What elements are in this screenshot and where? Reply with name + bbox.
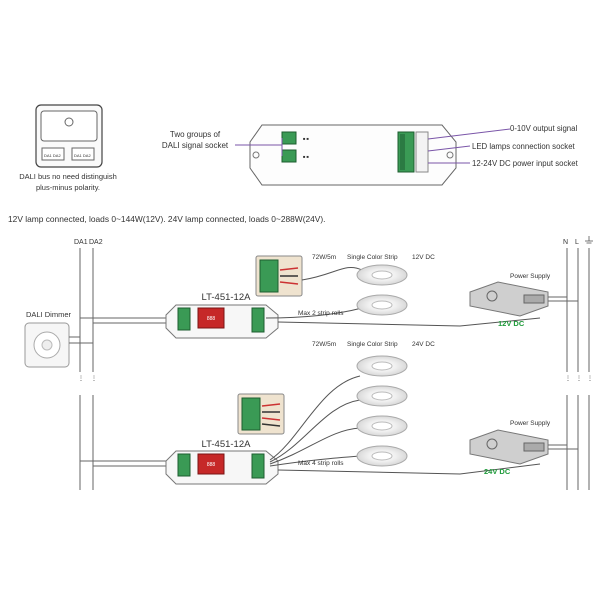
loads-note: 12V lamp connected, loads 0~144W(12V). 2… xyxy=(8,214,326,224)
psu-label-24v: Power Supply xyxy=(510,420,551,427)
ground-icon xyxy=(585,236,593,244)
svg-text:888: 888 xyxy=(207,462,216,468)
dimmer-back-view: DA1 DA2 DA1 DA2 xyxy=(35,104,103,168)
power-socket-label: 12-24V DC power input socket xyxy=(472,159,579,168)
strip-roll-24v-3 xyxy=(356,415,408,437)
power-supply-24v xyxy=(469,429,549,465)
svg-text:DA1 DA2: DA1 DA2 xyxy=(44,153,61,158)
strip-roll-12v-1 xyxy=(356,264,408,286)
svg-text:⋮: ⋮ xyxy=(91,376,97,382)
dali-dimmer-label: DALI Dimmer xyxy=(26,310,72,319)
svg-text:■ ■: ■ ■ xyxy=(303,154,310,159)
two-groups-label-line2: DALI signal socket xyxy=(162,141,229,150)
psu-label-12v: Power Supply xyxy=(510,273,551,280)
bus-label-l: L xyxy=(575,239,579,246)
controller-outline: ■ ■ ■ ■ xyxy=(249,124,457,186)
output-signal-pointer xyxy=(427,128,511,140)
mains-bus-lines xyxy=(566,248,590,490)
terminal-closeup-24v xyxy=(237,393,285,435)
max-rolls-24v: Max 4 strip rolls xyxy=(298,460,344,467)
svg-text:⋮: ⋮ xyxy=(78,376,84,382)
led-socket-label: LED lamps connection socket xyxy=(472,142,576,151)
controller-12v-model: LT-451-12A xyxy=(202,292,252,303)
strip-roll-12v-2 xyxy=(356,294,408,316)
svg-text:888: 888 xyxy=(207,316,216,322)
output-signal-label: 0-10V output signal xyxy=(510,124,577,133)
svg-text:■ ■: ■ ■ xyxy=(303,136,310,141)
psu-voltage-24v: 24V DC xyxy=(484,467,511,476)
strip-power-24v: 72W/5m xyxy=(312,341,336,348)
dali-dimmer xyxy=(24,322,70,368)
terminal-closeup-12v xyxy=(255,255,303,297)
svg-text:⋮: ⋮ xyxy=(565,376,571,382)
svg-text:⋮: ⋮ xyxy=(576,376,582,382)
strip-roll-24v-4 xyxy=(356,445,408,467)
bus-label-n: N xyxy=(563,239,568,246)
strip-type-24v: Single Color Strip xyxy=(347,341,398,348)
psu-voltage-12v: 12V DC xyxy=(498,319,525,328)
strip-voltage-12v: 12V DC xyxy=(412,254,435,261)
strip-power-12v: 72W/5m xyxy=(312,254,336,261)
dali-note-line1: DALI bus no need distinguish xyxy=(19,172,117,181)
dali-note-line2: plus-minus polarity. xyxy=(36,183,100,192)
bus-label-da2: DA2 xyxy=(89,239,103,246)
led-socket-pointer xyxy=(427,145,471,152)
controller-24v-model: LT-451-12A xyxy=(202,439,252,450)
controller-12v: 888 xyxy=(165,304,279,339)
two-groups-label-line1: Two groups of xyxy=(170,130,221,139)
strip-type-12v: Single Color Strip xyxy=(347,254,398,261)
svg-text:⋮: ⋮ xyxy=(587,376,593,382)
controller-24v: 888 xyxy=(165,450,279,485)
strip-voltage-24v: 24V DC xyxy=(412,341,435,348)
max-rolls-12v: Max 2 strip rolls xyxy=(298,310,344,317)
dali-bus-lines xyxy=(79,248,94,490)
strip-roll-24v-2 xyxy=(356,385,408,407)
svg-text:DA1 DA2: DA1 DA2 xyxy=(74,153,91,158)
bus-label-da1: DA1 xyxy=(74,239,88,246)
power-supply-12v xyxy=(469,281,549,317)
strip-roll-24v-1 xyxy=(356,355,408,377)
